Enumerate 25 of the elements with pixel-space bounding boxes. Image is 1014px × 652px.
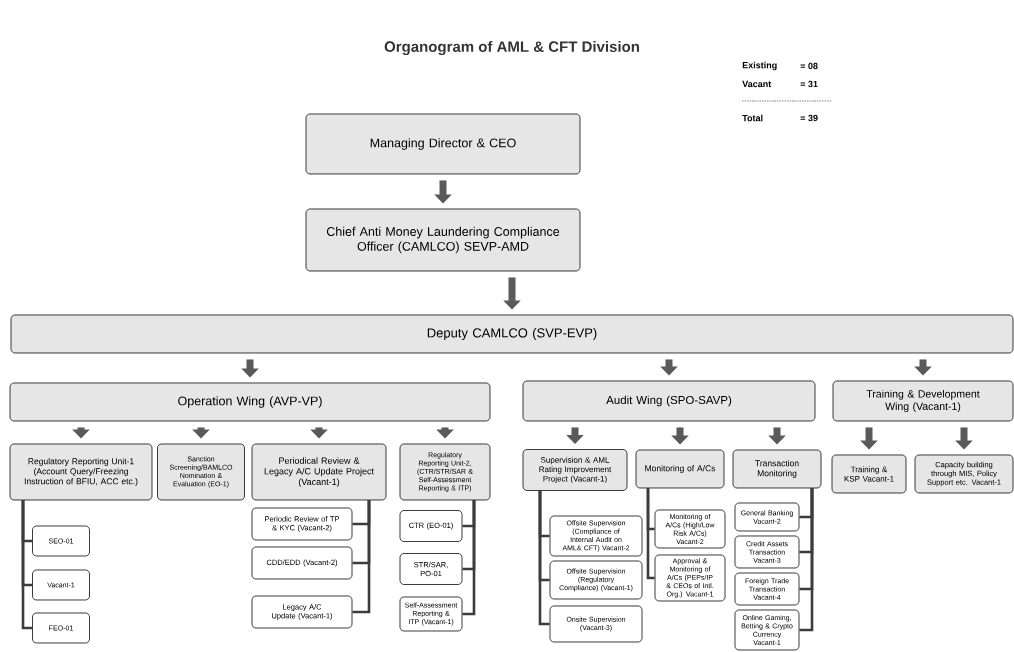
unit-box: Monitoring of A/Cs <box>635 449 725 489</box>
unit-box: Chief Anti Money Laundering Compliance Officer (CAMLCO) SEVP-AMD <box>305 208 581 272</box>
connector-line <box>352 500 371 614</box>
unit-box: Deputy CAMLCO (SVP-EVP) <box>10 314 1014 354</box>
title: Organogram of AML & CFT Division <box>384 40 639 55</box>
unit-box: Training & KSP Vacant-1 <box>831 454 907 494</box>
count-value: = 08 <box>800 62 818 70</box>
unit-box: Supervision & AML Rating Improvement Project (Vacant-1) <box>522 449 628 491</box>
connector-line <box>646 488 655 580</box>
count-label: Existing <box>742 61 777 71</box>
connector-line <box>462 500 476 616</box>
connector-line <box>21 500 33 630</box>
unit-box: Audit Wing (SPO-SAVP) <box>522 380 816 422</box>
unit-box: Regulatory Reporting Unit-1 (Account Query/Freezing Instruction of BFIU, ACC etc.) <box>9 443 153 501</box>
unit-box: Operation Wing (AVP-VP) <box>9 382 491 422</box>
connector-line <box>799 488 814 632</box>
unit-box: Transaction Monitoring <box>732 449 822 489</box>
count-value: = 31 <box>800 80 818 88</box>
count-label: Vacant <box>742 80 772 88</box>
unit-box: Training & Development Wing (Vacant-1) <box>832 380 1014 422</box>
connector-line <box>538 490 550 626</box>
count-value: = 39 <box>800 114 818 122</box>
count-label: Total <box>742 114 763 122</box>
unit-box: Managing Director & CEO <box>305 113 581 175</box>
unit-box: Periodical Review & Legacy A/C Update Project (Vacant-1) <box>251 443 387 501</box>
